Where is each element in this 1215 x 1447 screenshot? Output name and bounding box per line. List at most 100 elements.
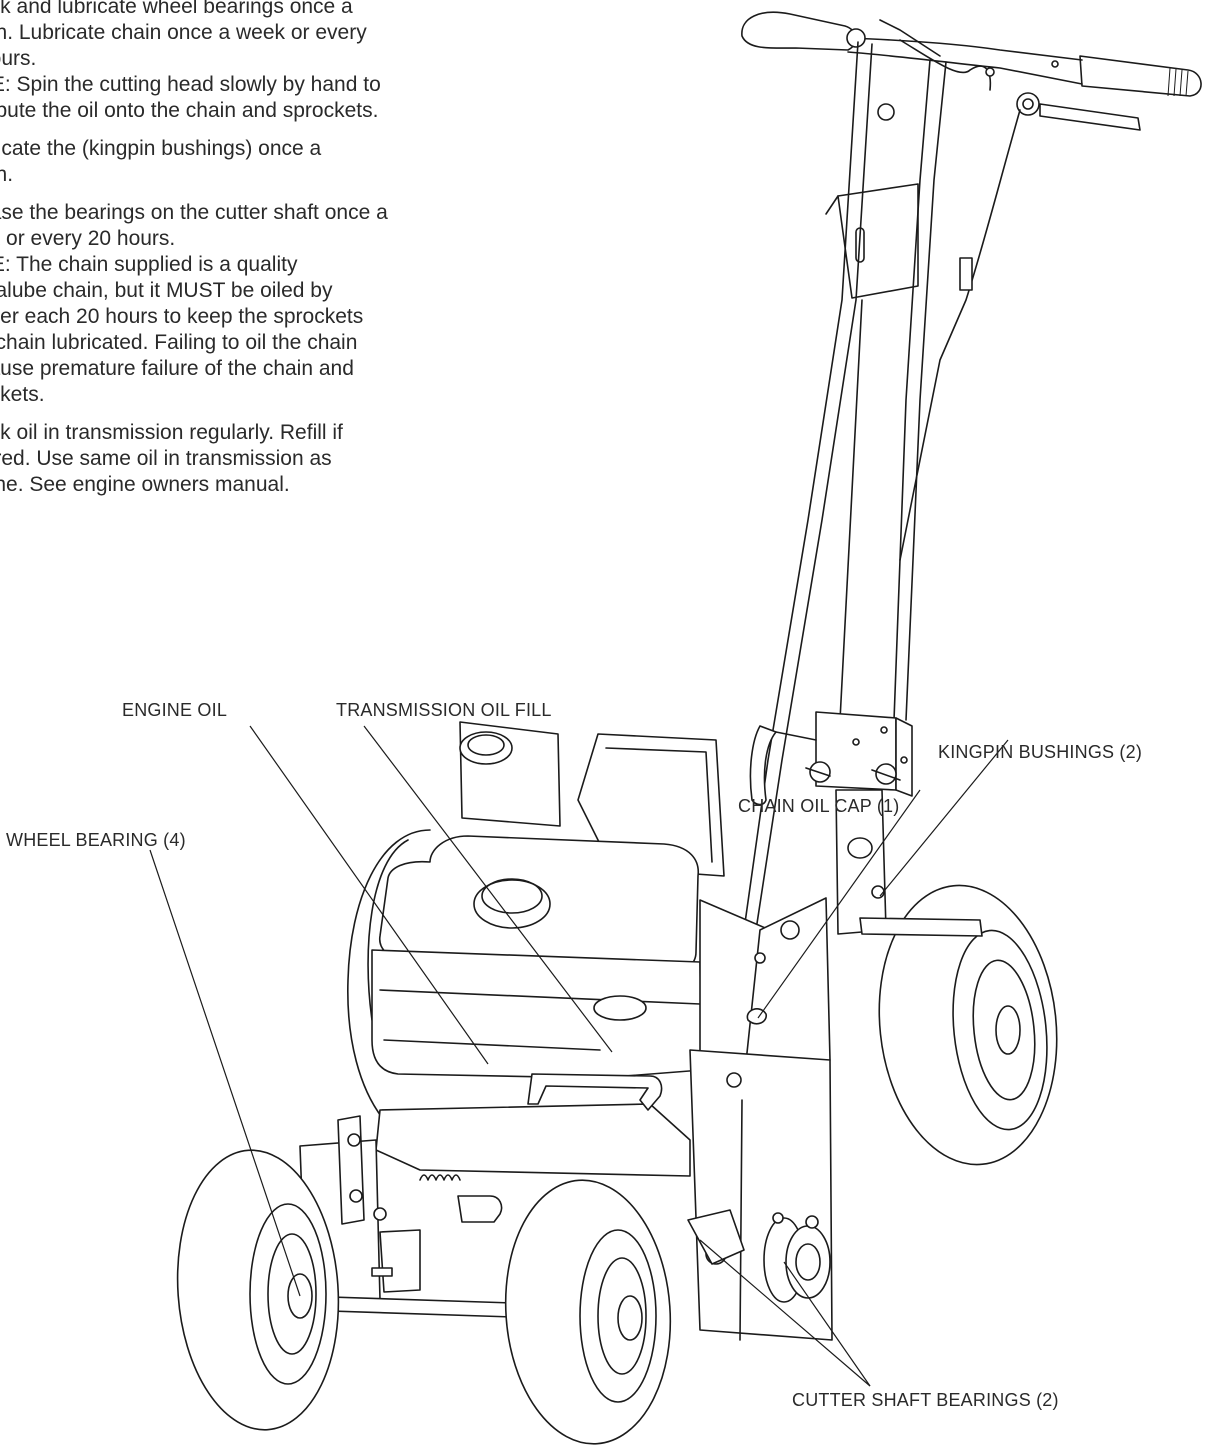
rear-wheel (859, 884, 1058, 1166)
shaft-line (839, 299, 863, 721)
front-frame-plate (375, 1103, 691, 1177)
control-cable (899, 109, 1021, 561)
rear-wheel-rim-inner (972, 959, 1036, 1101)
air-filter-cover-edge (605, 747, 713, 863)
height-adjust-plate (379, 1229, 421, 1293)
case-bolt (754, 952, 766, 964)
callout-leaders (149, 725, 1009, 1387)
plate-hole (852, 738, 860, 746)
fuel-cap-inner (481, 878, 543, 914)
instruction-line: cause premature failure of the chain and (0, 357, 354, 380)
rear-left-tire-outline (347, 829, 431, 1121)
bracket-bolts (805, 767, 901, 781)
instruction-line: eck oil in transmission regularly. Refil… (0, 421, 343, 444)
side-lever-link (775, 731, 817, 741)
front-left-rim-inner (267, 1233, 317, 1355)
plate-hole (880, 726, 888, 734)
front-right-rim-inner (597, 1257, 647, 1375)
instruction-line: uired. Use same oil in transmission as (0, 447, 332, 470)
cutter-shaft-bearings-label: CUTTER SHAFT BEARINGS (2) (792, 1390, 1059, 1410)
plate-hole (900, 756, 908, 764)
instruction-line: eck and lubricate wheel bearings once a (0, 0, 353, 18)
kingpin-bushings-leader (879, 739, 1009, 897)
instruction-line: ease the bearings on the cutter shaft on… (0, 201, 388, 224)
instruction-line: ek or every 20 hours. (0, 227, 176, 250)
front-lift-handle (527, 1073, 663, 1111)
control-lever (1039, 103, 1141, 131)
right-grip (1079, 55, 1202, 97)
lubrication-instructions: eck and lubricate wheel bearings once a … (0, 0, 538, 498)
rear-wheel-hub (995, 1005, 1021, 1055)
kingpin-bushings-label: KINGPIN BUSHINGS (2) (938, 742, 1143, 762)
instruction-line: d chain lubricated. Failing to oil the c… (0, 331, 358, 354)
instruction-line: user each 20 hours to keep the sprockets (0, 305, 364, 328)
engine-block (371, 949, 703, 1079)
front-right-hub (617, 1295, 643, 1341)
steering-bracket (749, 711, 913, 935)
handle-tube-top (847, 37, 1083, 61)
cable-adjuster (959, 257, 973, 291)
cutter-shaft-bearings-leader (699, 1239, 871, 1387)
handle-bolt (877, 103, 895, 121)
handlebar-assembly (741, 11, 1202, 561)
left-grip (741, 11, 857, 51)
chain-oil-cap (847, 837, 873, 859)
adjustment-knob (687, 1209, 745, 1265)
transmission-oil-fill-label: TRANSMISSION OIL FILL (336, 700, 552, 720)
instruction-line: bricate the (kingpin bushings) once a (0, 137, 322, 160)
bracket-bolt (349, 1189, 363, 1203)
instruction-line: tribute the oil onto the chain and sproc… (0, 99, 379, 122)
chain-oil-cap-fitting (780, 920, 800, 940)
transmission-oil-fill-leader (363, 725, 613, 1053)
return-spring (419, 1174, 461, 1181)
handle-bolt (846, 28, 866, 48)
shaft-line (743, 41, 859, 931)
handle-shafts (743, 41, 947, 931)
engine (371, 721, 771, 1079)
transmission-oil-fill-plug (593, 995, 647, 1021)
front-right-wheel (504, 1179, 672, 1445)
rear-wheel-tire (878, 884, 1058, 1166)
engine-shroud-line (379, 989, 701, 1005)
engine-shroud-line (383, 1039, 601, 1051)
cutter-blade-disc (785, 1225, 831, 1299)
pivot-pin (457, 1195, 503, 1223)
bracket-nut (875, 763, 897, 785)
handle-pivot (985, 67, 995, 77)
chain-oil-cap-label: CHAIN OIL CAP (1) (738, 796, 900, 816)
instruction-line: hours. (0, 47, 37, 70)
bracket-edge (825, 195, 839, 215)
rear-axle (859, 917, 983, 937)
instruction-line: nth. (0, 163, 14, 186)
chain-case-edge (739, 1099, 743, 1341)
instruction-line: TE: The chain supplied is a quality (0, 253, 298, 276)
front-right-tire (504, 1179, 672, 1445)
oil-cap-top-inner (467, 734, 505, 756)
kingpin-grease-fitting (871, 885, 885, 899)
engine-oil-leader (249, 725, 489, 1065)
handle-tube-bottom (847, 51, 1083, 85)
chain-oil-cap-leader (757, 789, 921, 1019)
case-bolt (726, 1072, 742, 1088)
right-grip-ribs (1167, 67, 1189, 97)
rear-wheel-rim (952, 929, 1048, 1131)
rear-left-tire-inner (367, 839, 409, 1021)
lever-nut-center (1022, 98, 1034, 110)
bracket-bolt (373, 1207, 387, 1221)
oil-cap-top (459, 731, 513, 765)
instruction-line: TE: Spin the cutting head slowly by hand… (0, 73, 381, 96)
engine-oil-label: ENGINE OIL (122, 700, 228, 720)
shaft-line (755, 43, 873, 931)
handle-pivot (1051, 60, 1059, 68)
instruction-line: malube chain, but it MUST be oiled by (0, 279, 333, 302)
fuel-cap (473, 879, 551, 929)
cutter-disc-hub (795, 1243, 821, 1281)
instruction-line: nth. Lubricate chain once a week or ever… (0, 21, 367, 44)
bracket-tab (337, 1115, 365, 1225)
cutter-bearing-bolt (772, 1212, 784, 1224)
handle-bracket-plate (837, 183, 919, 299)
wheel-bearing-leader (149, 849, 301, 1297)
front-left-tire (176, 1149, 340, 1431)
front-right-rim (579, 1229, 657, 1403)
